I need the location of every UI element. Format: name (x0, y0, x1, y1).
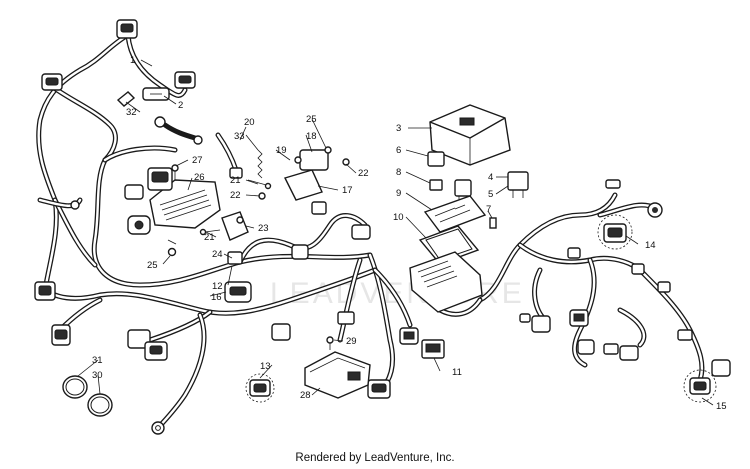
callout-27: 27 (192, 155, 203, 166)
callout-11: 11 (452, 367, 462, 378)
fuse-strip-item-9 (423, 195, 487, 233)
fuse-box-cover-item-3 (429, 104, 511, 166)
callout-29: 29 (346, 336, 357, 347)
voltage-regulator (147, 167, 221, 229)
callout-labels: 1 2 3 4 5 6 7 8 9 10 11 12 13 14 15 16 1… (92, 55, 727, 412)
callout-17: 17 (342, 185, 353, 196)
bolt-item-27 (171, 164, 179, 180)
callout-24: 24 (212, 249, 223, 260)
connector-item-16 (224, 281, 252, 303)
callout-32: 32 (126, 107, 137, 118)
connector-upper-left (41, 73, 63, 91)
callout-12: 12 (212, 281, 223, 292)
callout-23: 23 (258, 223, 269, 234)
callout-8: 8 (396, 167, 401, 178)
connector-top (116, 19, 138, 39)
connector-bottom-center (367, 379, 391, 399)
control-module-item-28 (304, 351, 371, 399)
bolt-item-21-upper (247, 179, 272, 190)
callout-20: 20 (244, 117, 255, 128)
callout-9: 9 (396, 188, 401, 199)
relay-item-5 (507, 171, 529, 198)
callout-13: 13 (260, 361, 271, 372)
connector-item-13 (245, 373, 275, 403)
callout-10: 10 (393, 212, 404, 223)
callout-6: 6 (396, 145, 401, 156)
callout-28: 28 (300, 390, 311, 401)
connector-left-side (34, 200, 80, 346)
switch-assembly-item-17 (284, 146, 350, 215)
callout-16: 16 (211, 292, 222, 303)
callout-22-left: 22 (230, 190, 241, 201)
fuse-item-7 (489, 217, 497, 229)
connector-item-2 (142, 87, 170, 101)
connector-mid-left (271, 311, 355, 341)
indicator-lamp (647, 202, 663, 218)
ground-ring-terminal (151, 421, 165, 435)
bracket-item-23 (221, 211, 249, 241)
callout-22-right: 22 (358, 168, 369, 179)
ring-terminal-item-2 (154, 116, 203, 145)
connector-near-regulator (124, 184, 151, 235)
callout-21-lower: 21 (204, 232, 215, 243)
callout-2: 2 (178, 100, 183, 111)
connector-item-12 (291, 244, 309, 260)
callout-1: 1 (130, 55, 135, 66)
connector-item-near-11 (399, 327, 419, 345)
callout-21-upper: 21 (230, 175, 241, 186)
fuse-box-base (409, 251, 483, 313)
callout-30: 30 (92, 370, 103, 381)
render-credit: Rendered by LeadVenture, Inc. (295, 452, 455, 464)
callout-25-upper: 25 (306, 114, 317, 125)
callout-19: 19 (276, 145, 287, 156)
washer-item-25 (167, 239, 177, 257)
screw-item-29 (326, 336, 334, 350)
callout-7: 7 (486, 204, 491, 215)
connector-right-cluster (519, 309, 693, 361)
callout-3: 3 (396, 123, 401, 134)
leader-lines (77, 59, 714, 406)
callout-33: 33 (234, 131, 245, 142)
callout-15: 15 (716, 401, 727, 412)
callout-25-lower: 25 (147, 260, 158, 271)
callout-31: 31 (92, 355, 103, 366)
hose-clamp-item-30 (87, 393, 113, 417)
callout-14: 14 (645, 240, 656, 251)
callout-26: 26 (194, 172, 205, 183)
hose-item-20 (215, 132, 243, 179)
spring-item-33 (257, 149, 263, 179)
callout-4: 4 (488, 172, 493, 183)
connector-item-15 (683, 359, 731, 403)
relay-item-6 (427, 151, 445, 167)
connector-item-24 (227, 251, 243, 265)
hose-clamp-item-31 (62, 375, 88, 399)
spade-terminals-right (567, 179, 671, 293)
connector-item-11 (421, 339, 445, 359)
callout-18: 18 (306, 131, 317, 142)
connector-item-32 (116, 91, 136, 107)
connector-item-center (351, 224, 371, 240)
relay-item-8 (429, 179, 443, 191)
connector-lower-left (127, 329, 168, 361)
gasket-item-10 (418, 225, 480, 265)
callout-5: 5 (488, 189, 493, 200)
connector-item-14 (597, 214, 633, 250)
bolt-item-21-lower (199, 228, 221, 236)
connector-upper-right (174, 71, 196, 89)
